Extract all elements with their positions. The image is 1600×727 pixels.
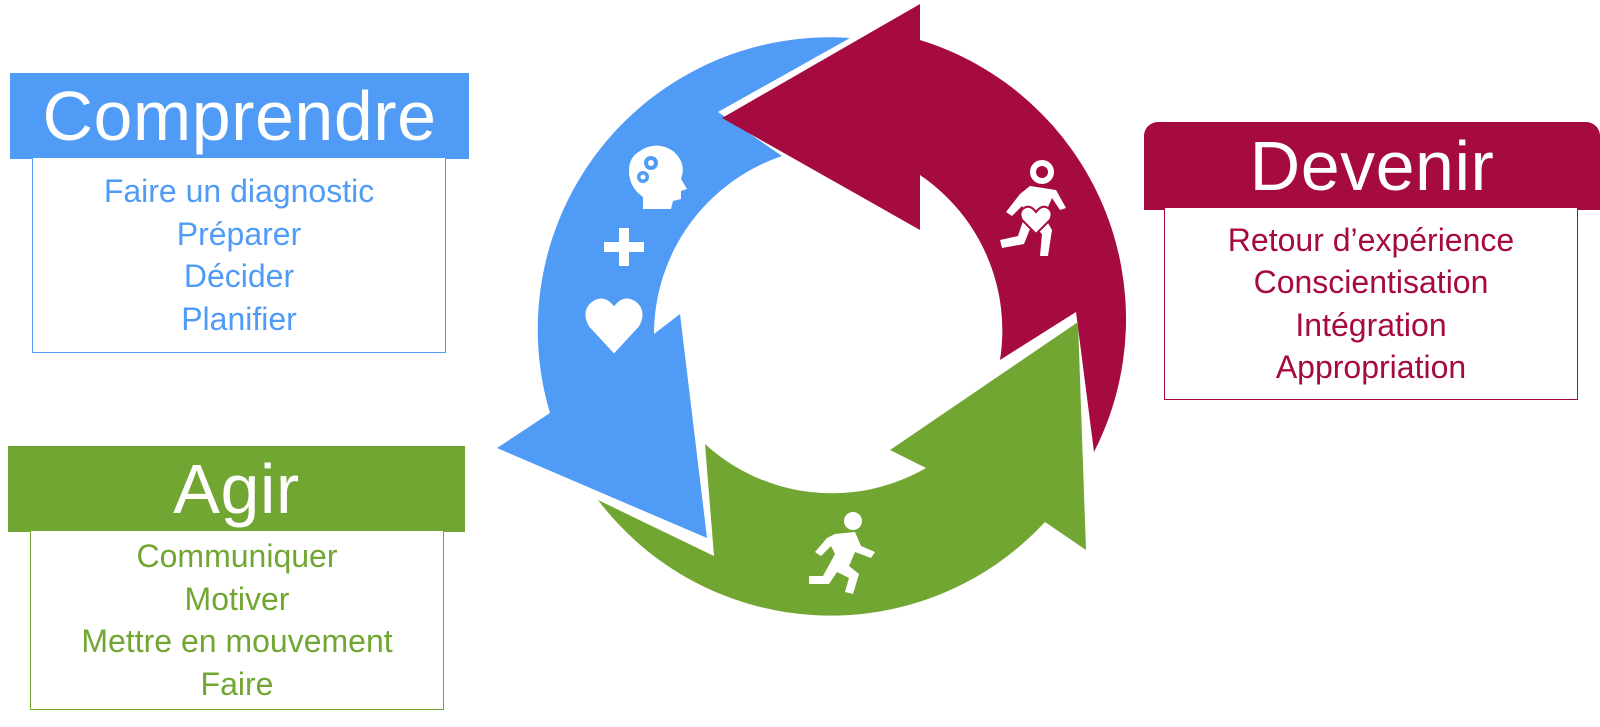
agir-arrow (598, 322, 1086, 616)
comprendre-item: Préparer (176, 215, 302, 252)
agir-title: Agir (8, 446, 465, 532)
comprendre-item: Décider (183, 258, 295, 294)
agir-item: Communiquer (136, 538, 338, 574)
devenir-item: Appropriation (1275, 349, 1467, 385)
agir-item: Motiver (184, 580, 290, 617)
heart-icon (585, 298, 643, 354)
comprendre-arrow (497, 37, 850, 539)
agir-items: Communiquer Motiver Mettre en mouvement … (30, 530, 444, 710)
comprendre-item: Faire un diagnostic (103, 173, 375, 209)
devenir-item: Intégration (1295, 306, 1447, 343)
runner-heart-brain-icon (1000, 160, 1066, 256)
devenir-items: Retour d’expérience Conscientisation Int… (1164, 207, 1578, 400)
agir-item: Mettre en mouvement (81, 623, 393, 659)
runner-icon (809, 512, 875, 594)
devenir-arrow (722, 4, 1127, 452)
comprendre-item: Planifier (181, 300, 297, 337)
devenir-item: Conscientisation (1253, 264, 1489, 300)
devenir-item: Retour d’expérience (1227, 221, 1515, 258)
devenir-title: Devenir (1144, 122, 1600, 210)
plus-icon (604, 228, 644, 266)
agir-item: Faire (200, 665, 274, 702)
comprendre-title: Comprendre (10, 73, 469, 159)
comprendre-items: Faire un diagnostic Préparer Décider Pla… (32, 157, 446, 353)
head-gears-icon (629, 145, 687, 209)
